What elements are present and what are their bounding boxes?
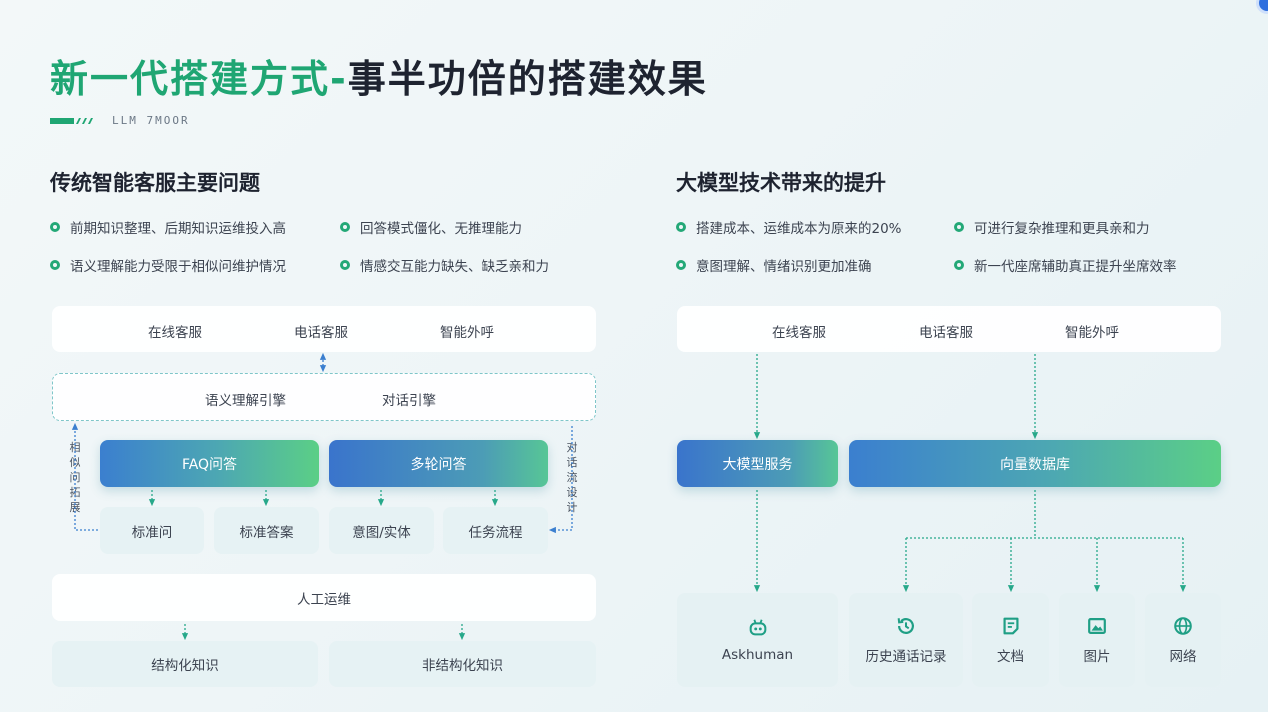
bullet-dot-icon xyxy=(340,260,350,270)
channel-online: 在线客服 xyxy=(148,325,202,341)
channel-outbound: 智能外呼 xyxy=(440,325,494,341)
bullet-dot-icon xyxy=(676,222,686,232)
bullet-dot-icon xyxy=(676,260,686,270)
left-bullet: 情感交互能力缺失、缺乏亲和力 xyxy=(340,255,549,275)
document-icon xyxy=(1002,617,1019,635)
title-dash: - xyxy=(330,57,348,101)
right-bullet: 搭建成本、运维成本为原来的20% xyxy=(676,217,902,237)
globe-icon xyxy=(1174,617,1192,635)
left-heading: 传统智能客服主要问题 xyxy=(50,171,260,195)
right-bullet: 可进行复杂推理和更具亲和力 xyxy=(954,217,1150,237)
bullet-dot-icon xyxy=(50,260,60,270)
engines-bar xyxy=(52,373,596,421)
channel-phone: 电话客服 xyxy=(294,325,348,341)
side-label-flow: 对话流设计 xyxy=(566,441,578,514)
corner-badge xyxy=(1256,0,1268,14)
source-askhuman: Askhuman xyxy=(677,593,838,687)
bullet-dot-icon xyxy=(50,222,60,232)
channel-outbound: 智能外呼 xyxy=(1065,325,1119,341)
source-web: 网络 xyxy=(1145,593,1221,687)
vector-database: 向量数据库 xyxy=(849,440,1221,487)
item-task-flow: 任务流程 xyxy=(443,507,548,554)
manual-ops-bar: 人工运维 xyxy=(52,574,596,621)
multi-turn-module: 多轮问答 xyxy=(329,440,548,487)
engine-dialog: 对话引擎 xyxy=(382,393,436,409)
robot-icon xyxy=(749,619,766,636)
history-icon xyxy=(897,618,914,634)
bullet-dot-icon xyxy=(954,260,964,270)
left-channels-bar xyxy=(52,306,596,352)
left-bullet: 前期知识整理、后期知识运维投入高 xyxy=(50,217,286,237)
item-standard-answer: 标准答案 xyxy=(214,507,319,554)
right-channels-bar xyxy=(677,306,1221,352)
image-icon xyxy=(1088,618,1106,634)
bullet-text: 回答模式僵化、无推理能力 xyxy=(360,221,522,237)
right-bullet: 新一代座席辅助真正提升坐席效率 xyxy=(954,255,1177,275)
left-bullet: 语义理解能力受限于相似问维护情况 xyxy=(50,255,286,275)
side-label-similar: 相似问拓展 xyxy=(69,441,81,514)
source-label: 网络 xyxy=(1169,649,1197,665)
channel-online: 在线客服 xyxy=(772,325,826,341)
source-call-history: 历史通话记录 xyxy=(849,593,963,687)
item-intent-entity: 意图/实体 xyxy=(329,507,434,554)
subtitle: LLM 7MOOR xyxy=(112,114,190,127)
item-standard-question: 标准问 xyxy=(100,507,204,554)
llm-service: 大模型服务 xyxy=(677,440,838,487)
bullet-dot-icon xyxy=(340,222,350,232)
unstructured-knowledge: 非结构化知识 xyxy=(329,641,596,687)
engine-semantic: 语义理解引擎 xyxy=(205,393,286,409)
source-images: 图片 xyxy=(1059,593,1135,687)
bullet-text: 情感交互能力缺失、缺乏亲和力 xyxy=(360,259,549,275)
source-label: 图片 xyxy=(1083,649,1111,665)
source-label: Askhuman xyxy=(721,647,794,663)
structured-knowledge: 结构化知识 xyxy=(52,641,318,687)
right-heading: 大模型技术带来的提升 xyxy=(676,171,886,195)
subtitle-stripes-icon xyxy=(50,118,93,124)
page-title: 新一代搭建方式-事半功倍的搭建效果 xyxy=(50,48,708,103)
source-documents: 文档 xyxy=(972,593,1049,687)
channel-phone: 电话客服 xyxy=(919,325,973,341)
bullet-dot-icon xyxy=(954,222,964,232)
title-green: 新一代搭建方式 xyxy=(50,57,331,101)
right-bullet: 意图理解、情绪识别更加准确 xyxy=(676,255,872,275)
left-bullet: 回答模式僵化、无推理能力 xyxy=(340,217,522,237)
title-dark: 事半功倍的搭建效果 xyxy=(347,57,708,101)
bullet-text: 语义理解能力受限于相似问维护情况 xyxy=(70,259,286,275)
source-label: 历史通话记录 xyxy=(865,649,947,665)
bullet-text: 搭建成本、运维成本为原来的20% xyxy=(696,221,902,237)
bullet-text: 意图理解、情绪识别更加准确 xyxy=(696,259,872,275)
bullet-text: 可进行复杂推理和更具亲和力 xyxy=(974,221,1150,237)
faq-module: FAQ问答 xyxy=(100,440,319,487)
bullet-text: 新一代座席辅助真正提升坐席效率 xyxy=(974,259,1177,275)
bullet-text: 前期知识整理、后期知识运维投入高 xyxy=(70,221,286,237)
source-label: 文档 xyxy=(997,649,1024,665)
